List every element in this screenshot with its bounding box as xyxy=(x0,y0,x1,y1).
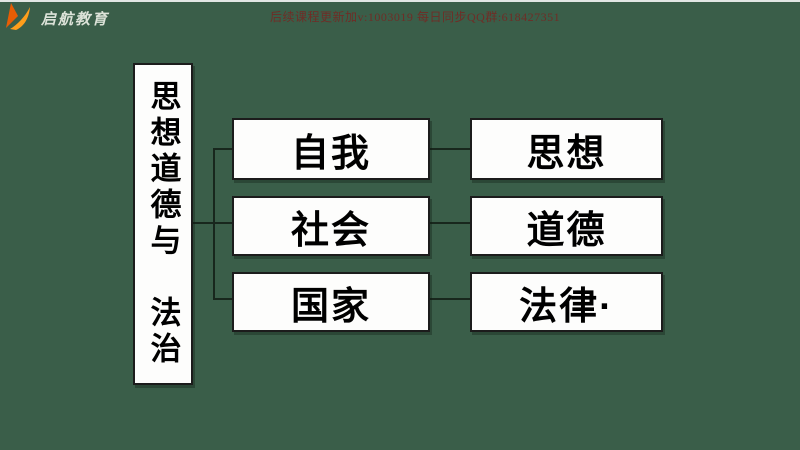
aspect-box-morality: 道德 xyxy=(470,196,663,256)
brand: 启航教育 xyxy=(3,1,109,32)
connector-branch-bottom xyxy=(213,298,232,300)
connector-vertical-spine xyxy=(213,148,215,300)
connector-row1 xyxy=(430,148,470,150)
connector-row2 xyxy=(430,222,470,224)
aspect-box-law: 法律· xyxy=(470,272,663,332)
brand-name: 启航教育 xyxy=(41,11,110,28)
level-box-self: 自我 xyxy=(232,118,430,180)
connector-branch-top xyxy=(213,148,232,150)
top-edge-line xyxy=(0,0,800,2)
level-box-nation: 国家 xyxy=(232,272,430,332)
notice-wechat: 后续课程更新加v:1003019 xyxy=(270,10,414,24)
aspect-box-thought: 思想 xyxy=(470,118,663,180)
connector-root-stub xyxy=(193,222,232,224)
root-title-box: 思想道德与 法治 xyxy=(133,63,193,385)
sail-swoosh-icon xyxy=(6,3,30,30)
root-title-label: 思想道德与 法治 xyxy=(145,80,181,368)
level-box-society: 社会 xyxy=(232,196,430,256)
connector-row3 xyxy=(430,298,470,300)
notice-qq: 每日同步QQ群:618427351 xyxy=(417,10,561,24)
